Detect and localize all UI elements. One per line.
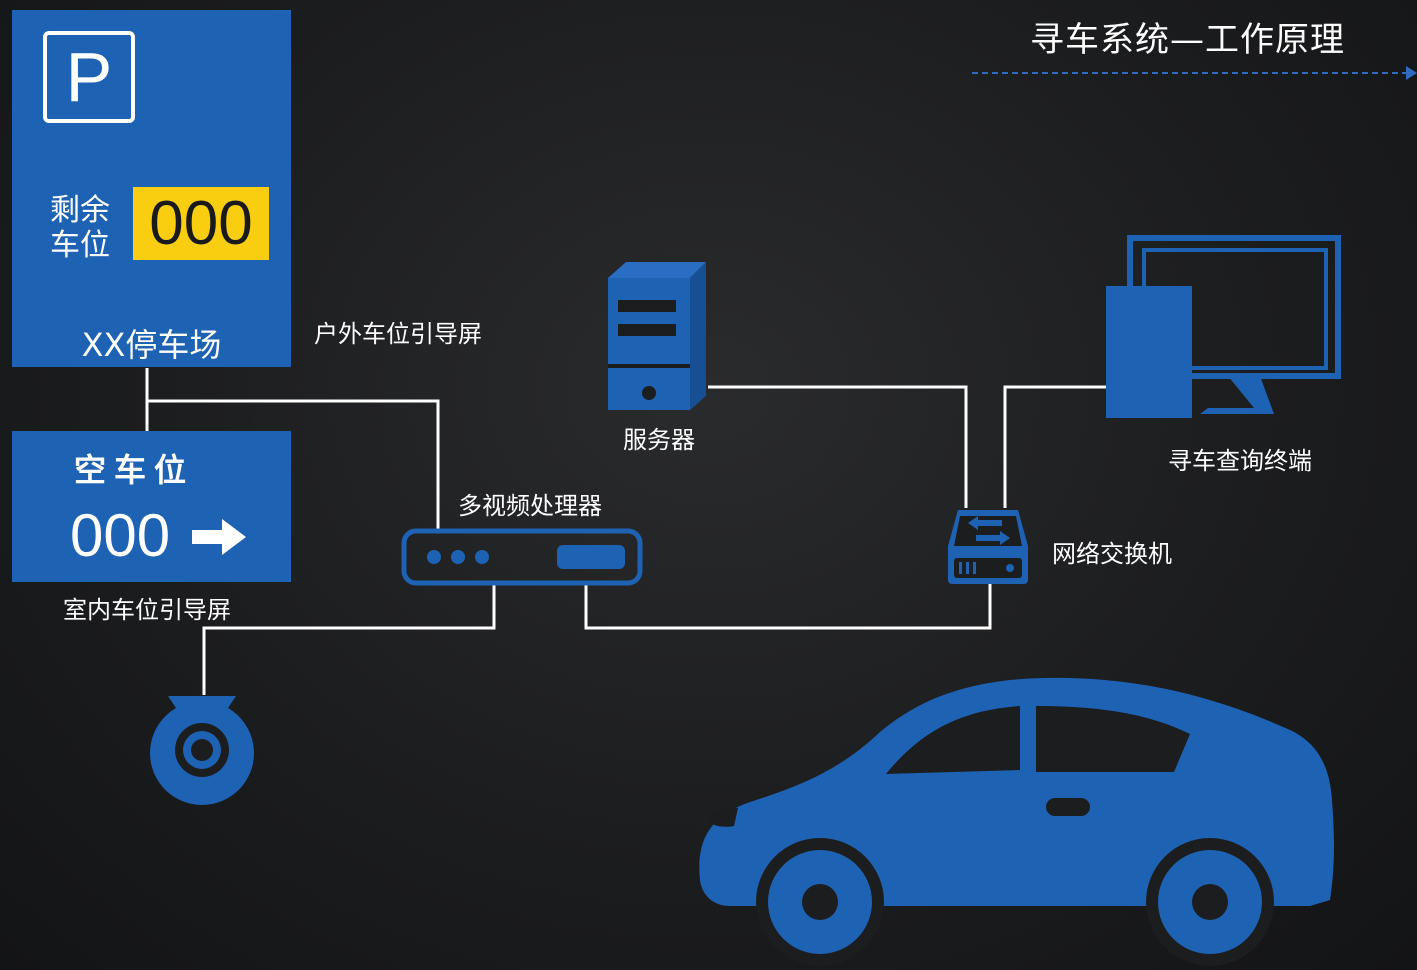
- parking-icon: P: [43, 31, 135, 123]
- title-arrow-icon: [1406, 66, 1417, 80]
- title-dashed-line: [972, 72, 1408, 74]
- network-switch-label: 网络交换机: [1052, 540, 1172, 568]
- line-server-to-switch: [708, 385, 968, 508]
- empty-space-title: 空车位: [74, 451, 195, 489]
- empty-space-count: 000: [70, 502, 171, 569]
- page-title: 寻车系统—工作原理: [1030, 20, 1345, 60]
- query-terminal-label: 寻车查询终端: [1168, 447, 1312, 475]
- outdoor-screen-caption: 户外车位引导屏: [314, 320, 482, 348]
- outdoor-guidance-screen: P 剩余车位 000 XX停车场: [12, 10, 291, 367]
- network-switch-icon: [948, 510, 1028, 584]
- remaining-spaces-label: 剩余车位: [50, 193, 110, 263]
- parking-lot-name: XX停车场: [81, 326, 222, 364]
- video-processor-label: 多视频处理器: [458, 492, 602, 520]
- indoor-screen-caption: 室内车位引导屏: [63, 596, 231, 624]
- line-terminal-to-switch: [1003, 385, 1106, 508]
- camera-icon: [150, 696, 254, 806]
- query-terminal-icon: [1106, 235, 1341, 418]
- line-processor-to-switch: [584, 584, 992, 630]
- server-label: 服务器: [623, 426, 695, 454]
- car-icon: [699, 677, 1334, 966]
- line-processor-to-camera: [202, 584, 496, 695]
- indoor-guidance-screen: 空车位 000: [12, 431, 291, 582]
- video-processor-icon: [401, 528, 643, 586]
- arrow-right-icon: [192, 519, 246, 555]
- remaining-spaces-count: 000: [133, 187, 269, 260]
- server-icon: [608, 262, 706, 410]
- line-signs-to-processor: [147, 399, 440, 531]
